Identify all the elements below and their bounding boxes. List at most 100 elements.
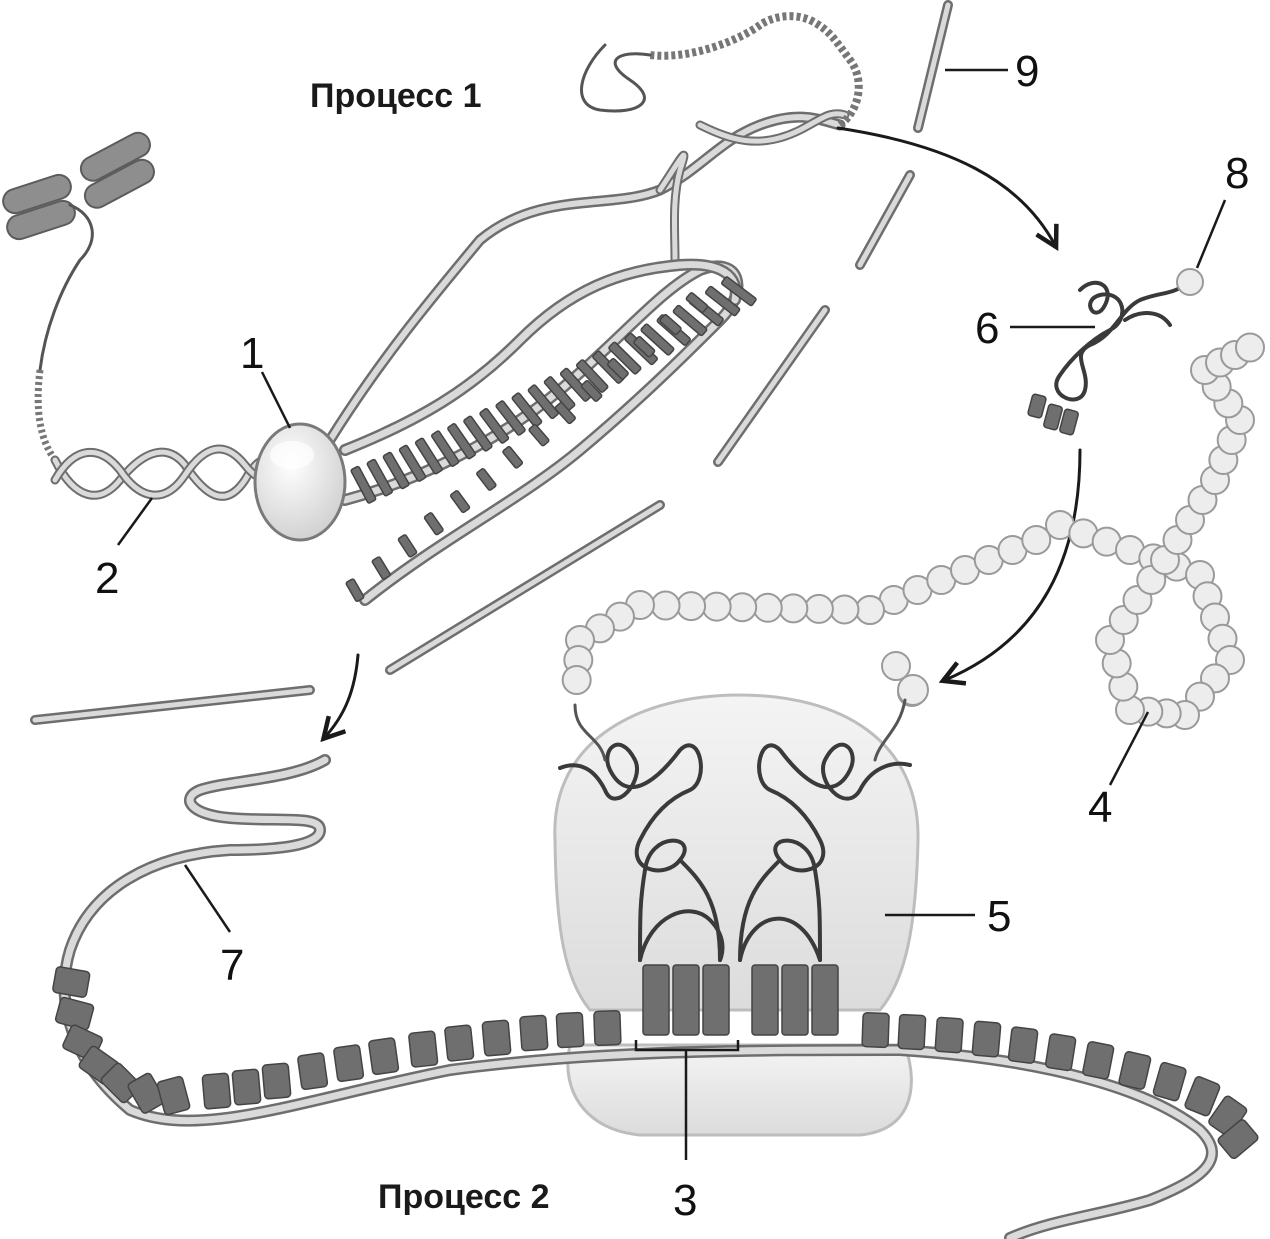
chromatin-fiber [38, 203, 94, 372]
codon-base [444, 1024, 475, 1062]
codon-base [156, 1075, 191, 1116]
anticodon-base [642, 964, 670, 1036]
base-pair [382, 451, 410, 490]
base-pair [431, 430, 460, 467]
anticodon-base [751, 964, 779, 1036]
amino-acid-bead [855, 595, 885, 625]
amino-acid-bead [676, 591, 707, 622]
label-7: 7 [220, 941, 244, 990]
amino-acid-bead [778, 593, 809, 624]
codon-base [231, 1068, 262, 1106]
codon-base [1152, 1061, 1187, 1102]
free-base [476, 468, 497, 491]
arrow-to-mrna [325, 653, 360, 737]
free-base [554, 401, 576, 425]
leader-lines [116, 68, 1227, 1160]
free-base [633, 336, 656, 358]
process-1-title: Процесс 1 [310, 77, 482, 115]
base-pair [559, 367, 592, 402]
codon-base [1184, 1076, 1221, 1117]
dna-helix-left [50, 444, 280, 501]
base-pair [414, 437, 443, 475]
amino-acid-bead [727, 592, 758, 623]
amino-acid-bead [561, 665, 592, 695]
free-base [685, 292, 709, 313]
template-strand [339, 258, 744, 606]
amino-acid-bead [829, 594, 860, 625]
mrna-with-codons [58, 754, 1218, 1239]
codons [52, 966, 1259, 1160]
base-pairs [345, 276, 757, 603]
anticodon-base [672, 964, 700, 1036]
codon-base [333, 1044, 365, 1083]
base-pair [495, 400, 526, 436]
trna-left [558, 742, 725, 962]
free-base [397, 534, 418, 558]
amino-acid [1176, 268, 1204, 296]
label-3: 3 [673, 1176, 697, 1225]
free-base [580, 379, 603, 402]
process-2-title: Процесс 2 [378, 1178, 550, 1216]
codon-base [934, 1016, 964, 1054]
codon-base [1007, 1026, 1039, 1064]
amino-acid-bead [1021, 525, 1052, 555]
arrow-to-ribosome [945, 448, 1082, 680]
ribosome-large-subunit [553, 693, 920, 1012]
base-pair [704, 285, 741, 317]
label-6: 6 [975, 304, 999, 353]
free-trna [1027, 268, 1204, 436]
label-8: 8 [1225, 149, 1249, 198]
codon-base [481, 1019, 512, 1057]
amino-acid-bead [803, 593, 834, 624]
label-9: 9 [1015, 47, 1039, 96]
free-base [345, 578, 365, 603]
codon-base [368, 1037, 400, 1076]
codon-base [593, 1009, 622, 1047]
codon-base [1217, 1119, 1259, 1160]
base-pair [447, 423, 477, 460]
base-pair [350, 465, 377, 504]
codon-base [52, 966, 91, 998]
amino-acid-bead [650, 590, 681, 621]
amino-acid-bead [701, 591, 732, 622]
free-base [528, 423, 550, 447]
codon-base [897, 1013, 927, 1051]
codon-base [555, 1011, 585, 1049]
label-2: 2 [95, 554, 119, 603]
free-base [606, 357, 629, 380]
ribosome [553, 693, 920, 1137]
base-pair [527, 384, 559, 420]
base-pair [672, 304, 708, 337]
bond-left-trna [573, 703, 607, 762]
polymerase-highlight [270, 441, 314, 469]
codon-base [201, 1072, 232, 1110]
arrow-to-trna [836, 126, 1055, 245]
mrna-segments [30, 0, 953, 725]
polypeptide-chain [561, 332, 1265, 730]
ribosome-small-subunit [566, 1043, 913, 1137]
base-pair [366, 458, 393, 497]
codon-base [861, 1011, 890, 1049]
codon-base [1044, 1033, 1077, 1072]
free-base [659, 314, 682, 336]
codon-base [1082, 1041, 1115, 1080]
free-base [502, 446, 524, 469]
codon-base [408, 1030, 439, 1068]
dna-loop-top [580, 43, 652, 113]
trna-right [738, 742, 912, 962]
codon-base [971, 1020, 1002, 1058]
codon-base [261, 1062, 292, 1100]
codon-base [1118, 1050, 1152, 1090]
base-pair [398, 444, 427, 482]
dna-upper-strand [324, 109, 850, 446]
base-pair [463, 415, 493, 452]
base-pair [543, 376, 576, 411]
codon-base [519, 1014, 549, 1052]
base-pair [511, 392, 543, 428]
amino-acid-bead [881, 651, 911, 681]
chromosome [2, 131, 155, 241]
free-base [371, 556, 391, 580]
label-4: 4 [1088, 783, 1112, 832]
